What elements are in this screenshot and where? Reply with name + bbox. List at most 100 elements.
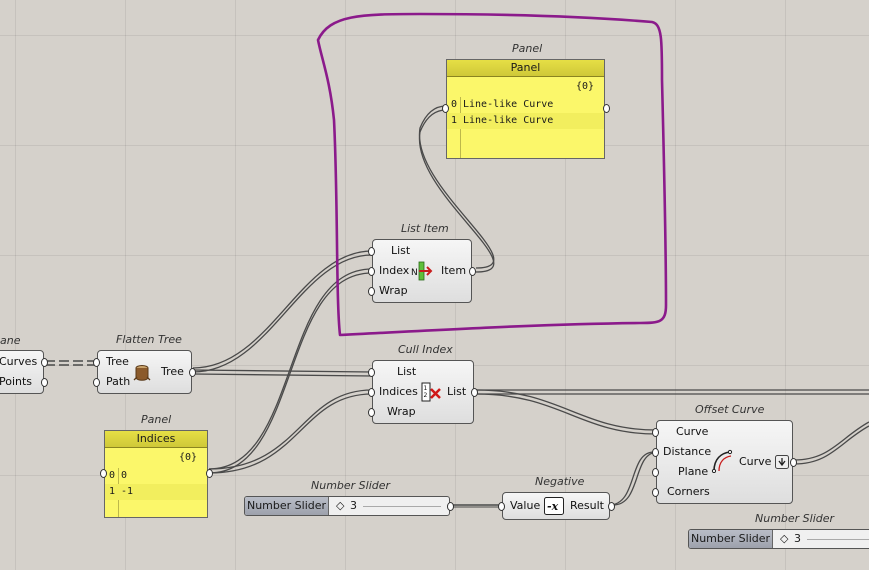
svg-text:-x: -x <box>547 500 559 513</box>
panel-indices-input-grip[interactable] <box>100 469 107 478</box>
input-corners-grip[interactable] <box>652 488 659 497</box>
offset-curve-component[interactable]: Curve Distance Plane Corners Curve <box>656 420 793 504</box>
svg-text:1: 1 <box>424 385 428 392</box>
output-points-grip[interactable] <box>41 378 48 387</box>
output-points-label: Points <box>0 375 33 388</box>
panel-indices-title: Indices <box>105 431 207 448</box>
output-list-grip[interactable] <box>471 388 478 397</box>
input-tree-label: Tree <box>106 355 129 368</box>
input-wrap-grip[interactable] <box>368 408 375 417</box>
panel-top-title: Panel <box>447 60 604 77</box>
offset-curve-caption: Offset Curve <box>695 403 765 416</box>
panel-top-caption: Panel <box>512 42 543 55</box>
highlight-annotation <box>316 12 668 337</box>
slider-2-handle-icon[interactable]: ◇ <box>780 532 789 545</box>
list-item-icon: N <box>411 261 433 281</box>
slider-1-handle-icon[interactable]: ◇ <box>336 499 345 512</box>
panel-top-output-grip[interactable] <box>603 104 610 113</box>
svg-text:N: N <box>411 268 418 278</box>
output-curve-grip[interactable] <box>790 458 797 467</box>
slider-2-track[interactable] <box>807 539 869 540</box>
row-index: 1 <box>451 115 458 126</box>
list-item-component[interactable]: List Index Wrap N Item <box>372 239 472 303</box>
input-indices-grip[interactable] <box>368 388 375 397</box>
row-value: Line-like Curve <box>463 99 554 110</box>
offset-curve-icon <box>711 449 733 473</box>
negative-caption: Negative <box>535 475 585 488</box>
flatten-tree-component[interactable]: Tree Path Tree <box>97 350 192 394</box>
tree-stump-icon <box>133 365 151 381</box>
number-slider-2[interactable]: Number Slider ◇ 3 <box>688 529 869 549</box>
panel-top[interactable]: Panel {0} 0 Line-like Curve 1 Line-like … <box>446 59 605 159</box>
slider-2-value: 3 <box>794 532 801 545</box>
input-distance-label: Distance <box>663 445 712 458</box>
input-path-label: Path <box>106 375 131 388</box>
row-value: Line-like Curve <box>463 115 554 126</box>
panel-indices-caption: Panel <box>141 413 172 426</box>
output-result-grip[interactable] <box>608 502 615 511</box>
slider-1-caption: Number Slider <box>311 479 391 492</box>
panel-top-path: {0} <box>575 81 594 92</box>
prev-component[interactable]: Curves Points <box>0 350 44 394</box>
row-index: 0 <box>451 99 458 110</box>
cull-index-caption: Cull Index <box>398 343 453 356</box>
panel-top-row: 1 Line-like Curve <box>447 113 604 129</box>
input-distance-grip[interactable] <box>652 448 659 457</box>
input-list-label: List <box>397 365 417 378</box>
row-value: 0 <box>121 470 128 481</box>
input-list-grip[interactable] <box>368 368 375 377</box>
input-index-grip[interactable] <box>368 267 375 276</box>
cull-index-component[interactable]: List Indices Wrap 1 2 List <box>372 360 474 424</box>
row-index: 1 <box>109 486 116 497</box>
output-item-label: Item <box>441 264 467 277</box>
prev-component-caption: ane <box>0 334 21 347</box>
flatten-down-arrow-icon[interactable] <box>775 455 789 469</box>
slider-1-name: Number Slider <box>245 497 329 515</box>
input-path-grip[interactable] <box>93 378 100 387</box>
negative-component[interactable]: Value -x Result <box>502 492 610 520</box>
number-slider-1[interactable]: Number Slider ◇ 3 <box>244 496 450 516</box>
input-list-label: List <box>391 244 411 257</box>
panel-indices-path: {0} <box>178 452 197 463</box>
output-result-label: Result <box>570 499 604 512</box>
list-item-caption: List Item <box>401 222 449 235</box>
output-list-label: List <box>447 385 467 398</box>
input-plane-grip[interactable] <box>652 468 659 477</box>
input-tree-grip[interactable] <box>93 358 100 367</box>
output-tree-label: Tree <box>161 365 184 378</box>
slider-2-name: Number Slider <box>689 530 773 548</box>
input-value-label: Value <box>510 499 541 512</box>
panel-top-row: 0 Line-like Curve <box>447 97 604 113</box>
input-wrap-label: Wrap <box>379 284 408 297</box>
input-curve-grip[interactable] <box>652 428 659 437</box>
svg-text:2: 2 <box>424 392 428 399</box>
input-curve-label: Curve <box>676 425 709 438</box>
panel-indices-row: 0 0 <box>105 468 207 484</box>
slider-2-caption: Number Slider <box>755 512 835 525</box>
input-plane-label: Plane <box>678 465 709 478</box>
panel-indices-output-grip[interactable] <box>206 469 213 478</box>
input-corners-label: Corners <box>667 485 710 498</box>
slider-1-output-grip[interactable] <box>447 502 454 511</box>
input-value-grip[interactable] <box>498 502 505 511</box>
input-list-grip[interactable] <box>368 247 375 256</box>
output-curves-label: Curves <box>0 355 38 368</box>
input-indices-label: Indices <box>379 385 418 398</box>
row-index: 0 <box>109 470 116 481</box>
flatten-tree-caption: Flatten Tree <box>116 333 182 346</box>
panel-top-input-grip[interactable] <box>442 104 449 113</box>
output-curves-grip[interactable] <box>41 358 48 367</box>
row-value: -1 <box>121 486 134 497</box>
output-tree-grip[interactable] <box>189 368 196 377</box>
negative-icon: -x <box>544 497 564 515</box>
panel-indices[interactable]: Indices {0} 0 0 1 -1 <box>104 430 208 518</box>
output-item-grip[interactable] <box>469 267 476 276</box>
slider-1-track[interactable] <box>363 506 441 507</box>
panel-indices-row: 1 -1 <box>105 484 207 500</box>
input-wrap-grip[interactable] <box>368 287 375 296</box>
slider-1-value: 3 <box>350 499 357 512</box>
cull-index-icon: 1 2 <box>421 382 441 402</box>
input-index-label: Index <box>379 264 410 277</box>
input-wrap-label: Wrap <box>387 405 416 418</box>
